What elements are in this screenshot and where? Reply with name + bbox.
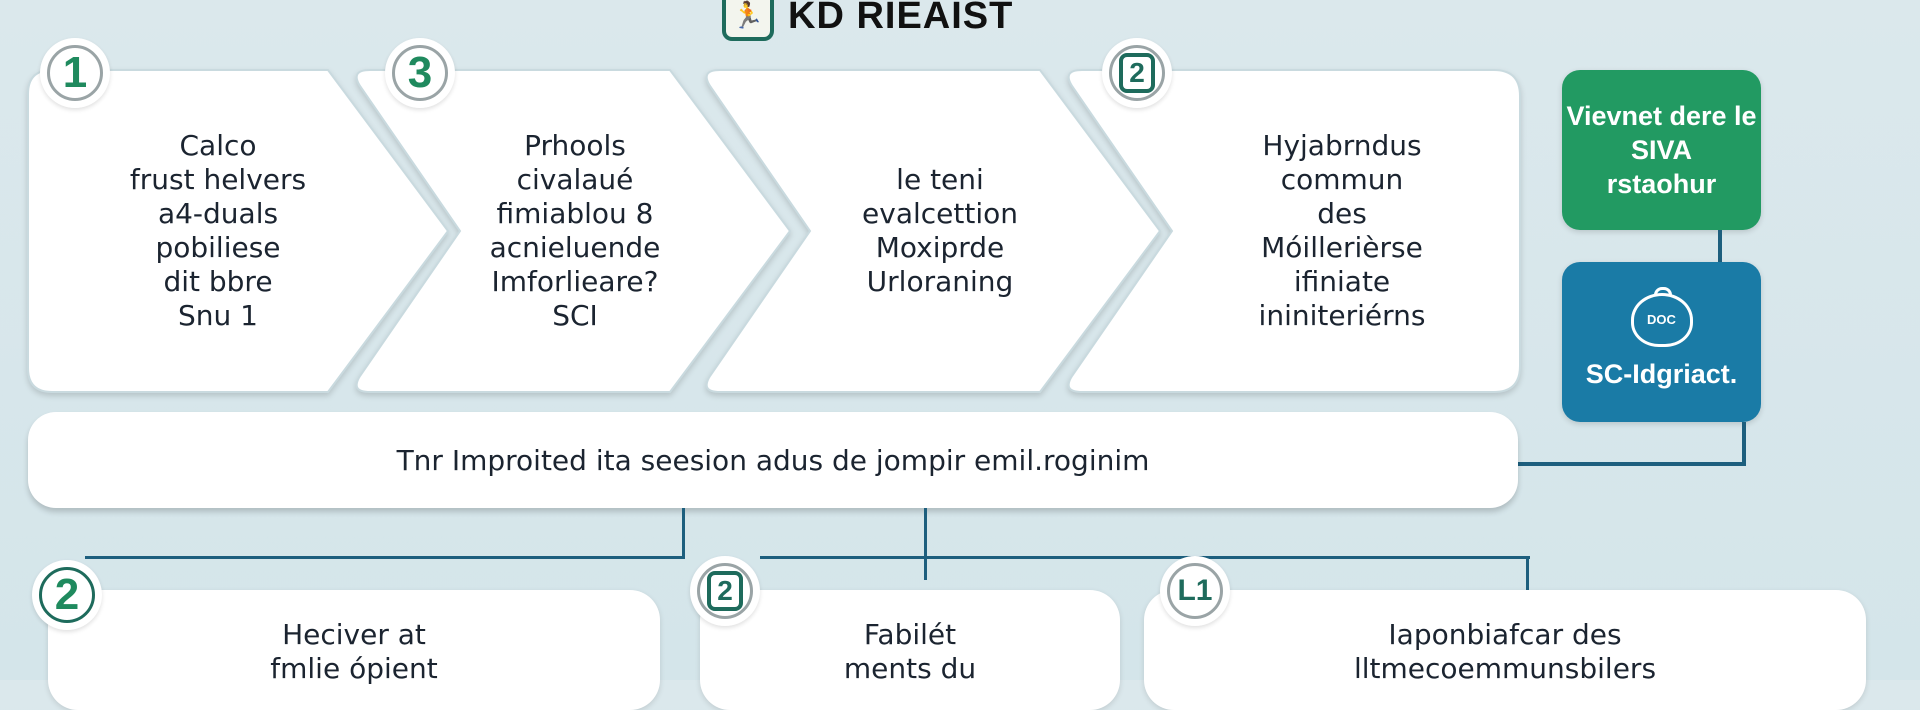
connector-line — [1718, 230, 1722, 262]
step-number-badge-3: 3 — [385, 38, 455, 108]
chevron-shape — [27, 69, 450, 393]
connector-line — [682, 508, 685, 558]
chevron-shape — [705, 69, 1162, 393]
bottom-badge-3: L1 — [1160, 556, 1230, 626]
outcome-box-blue: DOC SC-Idgriact. — [1562, 262, 1761, 422]
connector-line — [85, 556, 685, 559]
banner-text: Tnr Improited ita seesion adus de jompir… — [396, 443, 1150, 477]
summary-banner: Tnr Improited ita seesion adus de jompir… — [28, 412, 1518, 508]
step-number-badge-1: 1 — [40, 38, 110, 108]
doc-bag-icon: DOC — [1630, 287, 1693, 347]
connector-line — [1526, 556, 1529, 592]
running-figure-icon: 🏃 — [722, 0, 774, 41]
connector-line — [924, 508, 927, 580]
bottom-badge-1: 2 — [32, 560, 102, 630]
diagram-title: KD RIEAIST — [788, 0, 1014, 37]
connector-line — [760, 556, 1530, 559]
connector-line — [1742, 422, 1746, 464]
outcome-box-green: Vievnet dere le SIVA rstaohur — [1562, 70, 1761, 230]
connector-line — [1518, 462, 1746, 466]
chevron-shape — [355, 69, 792, 393]
diagram-header: 🏃 KD RIEAIST — [722, 0, 1013, 48]
rect-shape — [1067, 69, 1521, 393]
bottom-badge-2: 2 — [690, 556, 760, 626]
step-number-badge-2: 2 — [1102, 38, 1172, 108]
